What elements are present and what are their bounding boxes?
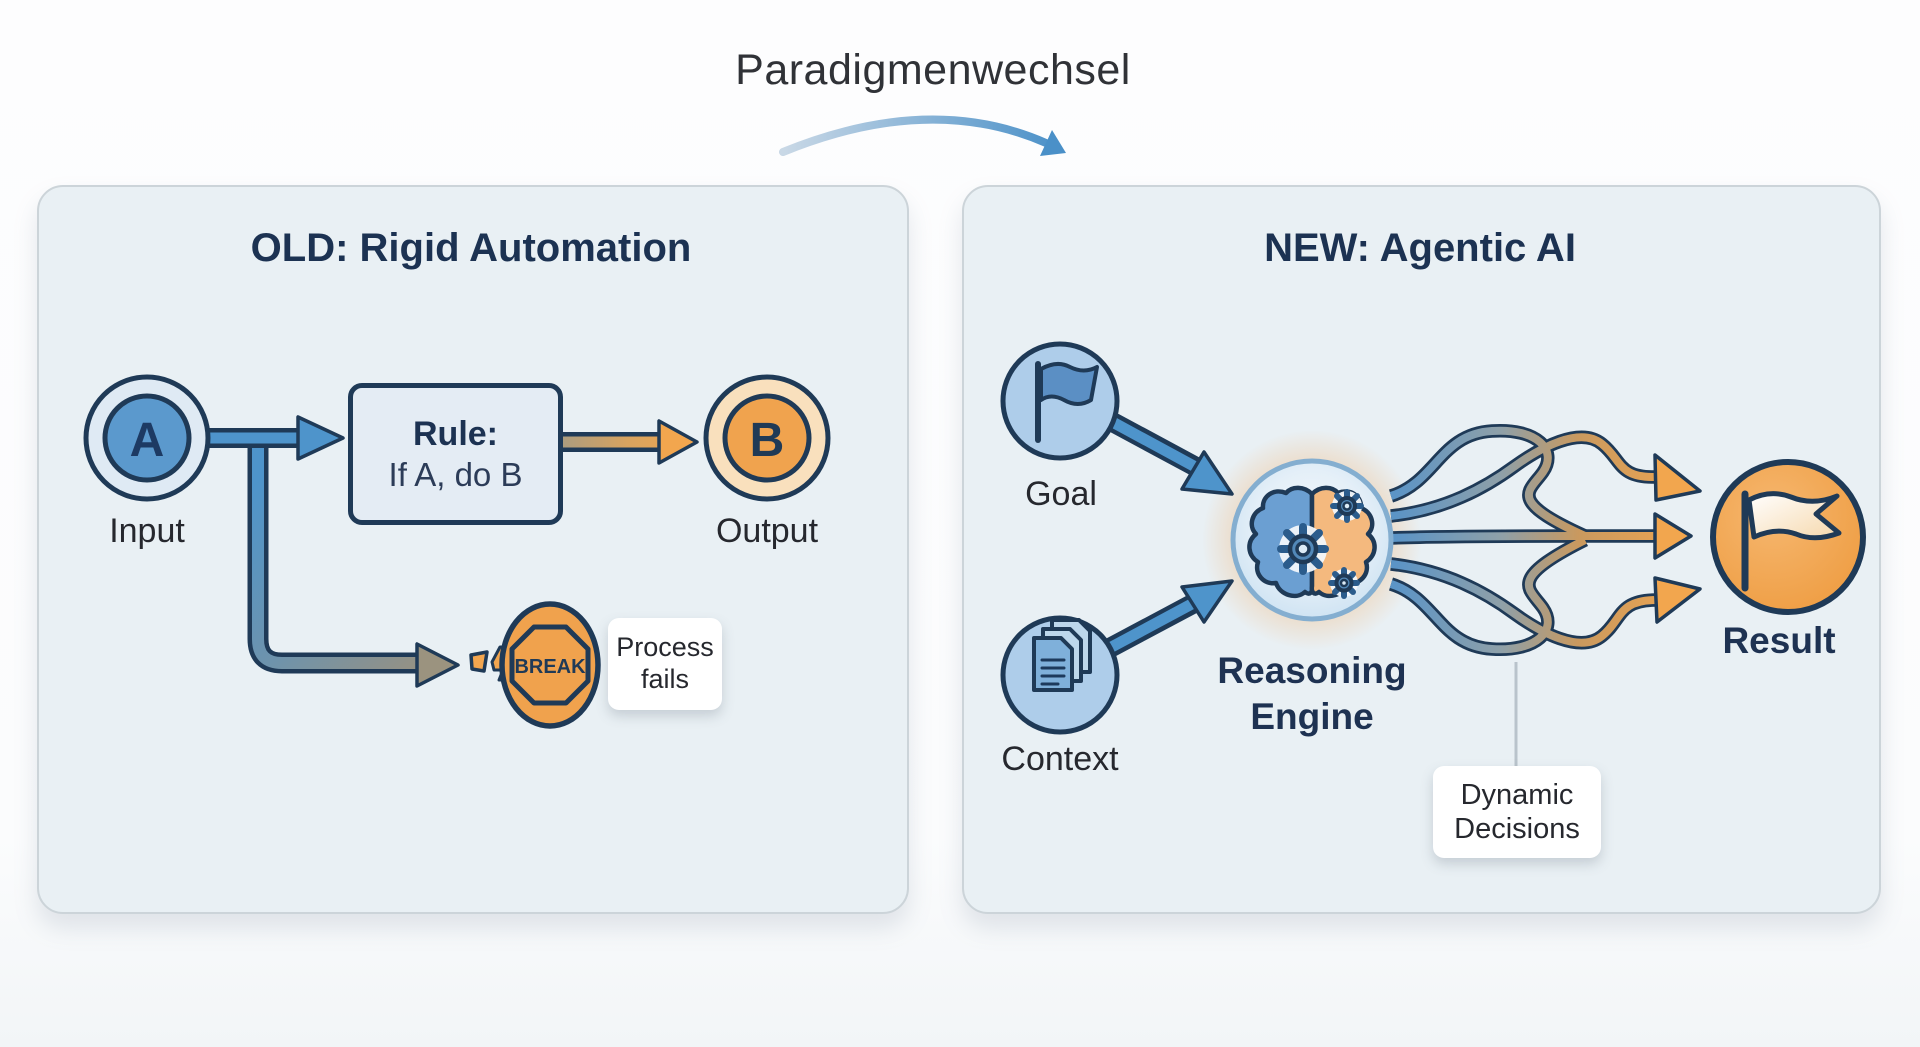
result-flag-icon: [1741, 490, 1842, 592]
gear-icon-large: [1277, 523, 1329, 575]
rule-to-output-arrow: [556, 419, 699, 465]
flag-icon: [1035, 361, 1099, 443]
output-letter: B: [750, 414, 785, 467]
output-node: B: [703, 374, 831, 502]
dynamic-decision-paths: [1388, 424, 1702, 656]
input-letter: A: [130, 414, 165, 467]
new-panel-title: NEW: Agentic AI: [1264, 226, 1576, 270]
fail-branch-arrow: [247, 447, 460, 688]
rule-title: Rule:: [413, 414, 498, 453]
reasoning-engine-node: [1230, 458, 1394, 622]
input-to-rule-arrow: [208, 415, 345, 461]
result-node: [1710, 459, 1866, 615]
reasoning-engine-label: Reasoning Engine: [1217, 650, 1407, 738]
dynamic-decisions-text: Dynamic Decisions: [1454, 778, 1580, 845]
input-label: Input: [109, 512, 185, 550]
rule-body: If A, do B: [388, 455, 523, 493]
process-fails-text: Process fails: [616, 632, 714, 694]
result-arrowheads: [1653, 453, 1702, 624]
paradigm-shift-arrow-icon: [779, 115, 1066, 156]
gear-icon-small-top: [1330, 489, 1364, 523]
context-to-engine-arrow: [1101, 579, 1234, 659]
result-label: Result: [1722, 620, 1836, 661]
documents-icon: [1032, 618, 1092, 692]
old-panel-title: OLD: Rigid Automation: [250, 226, 692, 270]
break-icon: BREAK: [499, 601, 601, 729]
dynamic-decisions-callout: Dynamic Decisions: [1433, 766, 1601, 858]
context-node: [1000, 615, 1120, 735]
input-node: A: [83, 374, 211, 502]
goal-label: Goal: [1025, 475, 1097, 513]
context-label: Context: [1001, 740, 1119, 778]
break-label: BREAK: [514, 656, 586, 678]
page-title: Paradigmenwechsel: [735, 46, 1131, 94]
goal-to-engine-arrow: [1102, 410, 1234, 496]
old-automation-panel: [37, 185, 909, 914]
process-fails-callout: Process fails: [608, 618, 722, 710]
gear-icon-small-bottom: [1328, 567, 1360, 599]
rule-box: Rule: If A, do B: [348, 383, 563, 525]
goal-node: [1000, 341, 1120, 461]
output-label: Output: [715, 512, 819, 550]
